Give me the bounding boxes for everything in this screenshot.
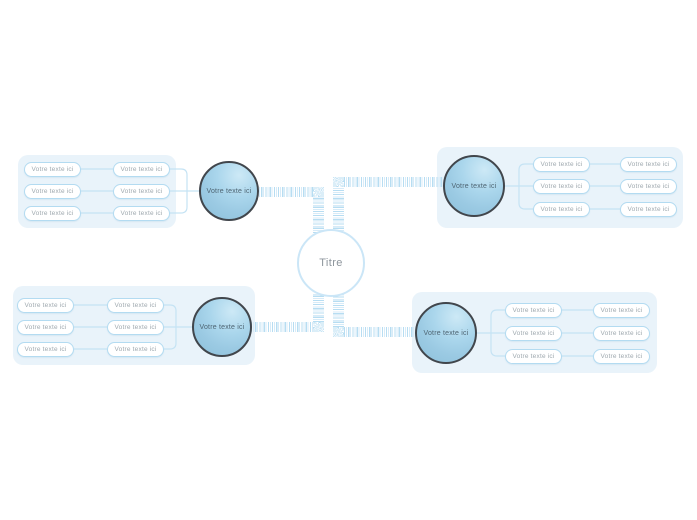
text-node[interactable]: Votre texte ici [107,319,164,335]
text-node[interactable]: Votre texte ici [505,348,562,364]
ribbon-bottom-left-corner [313,322,324,332]
text-node[interactable]: Votre texte ici [593,348,650,364]
text-node[interactable]: Votre texte ici [24,161,81,177]
text-node[interactable]: Votre texte ici [593,325,650,341]
connector-lines-top-left [81,168,200,214]
text-node[interactable]: Votre texte ici [17,297,74,313]
ribbon-top-left-horizontal [257,187,313,197]
ribbon-bottom-right-corner [333,327,344,337]
ribbon-top-right-horizontal [344,177,444,187]
text-node[interactable]: Votre texte ici [593,302,650,318]
text-node[interactable]: Votre texte ici [533,178,590,194]
ribbon-top-right-corner [333,177,344,187]
text-node[interactable]: Votre texte ici [505,325,562,341]
text-node[interactable]: Votre texte ici [113,183,170,199]
text-node[interactable]: Votre texte ici [505,302,562,318]
branch-node-top-right[interactable]: Votre texte ici [443,155,505,217]
text-node[interactable]: Votre texte ici [17,341,74,357]
ribbon-bottom-left-horizontal [251,322,313,332]
ribbon-bottom-right-vertical [333,293,344,327]
text-node[interactable]: Votre texte ici [17,319,74,335]
branch-node-top-left[interactable]: Votre texte ici [199,161,259,221]
text-node[interactable]: Votre texte ici [533,156,590,172]
text-node[interactable]: Votre texte ici [113,205,170,221]
text-node[interactable]: Votre texte ici [107,297,164,313]
text-node[interactable]: Votre texte ici [113,161,170,177]
ribbon-bottom-left-vertical [313,293,324,322]
ribbon-top-left-vertical [313,197,324,233]
text-node[interactable]: Votre texte ici [107,341,164,357]
ribbon-bottom-right-horizontal [344,327,416,337]
text-node[interactable]: Votre texte ici [620,178,677,194]
branch-node-bottom-left[interactable]: Votre texte ici [192,297,252,357]
text-node[interactable]: Votre texte ici [620,156,677,172]
connector-lines-top-right [505,163,620,210]
text-node[interactable]: Votre texte ici [620,201,677,217]
ribbon-top-right-vertical [333,187,344,233]
connector-lines-bottom-left [74,304,193,350]
text-node[interactable]: Votre texte ici [24,205,81,221]
text-node[interactable]: Votre texte ici [533,201,590,217]
text-node[interactable]: Votre texte ici [24,183,81,199]
ribbon-top-left-corner [313,187,324,197]
central-topic[interactable]: Titre [297,229,365,297]
connector-lines-bottom-right [477,309,593,357]
branch-node-bottom-right[interactable]: Votre texte ici [415,302,477,364]
